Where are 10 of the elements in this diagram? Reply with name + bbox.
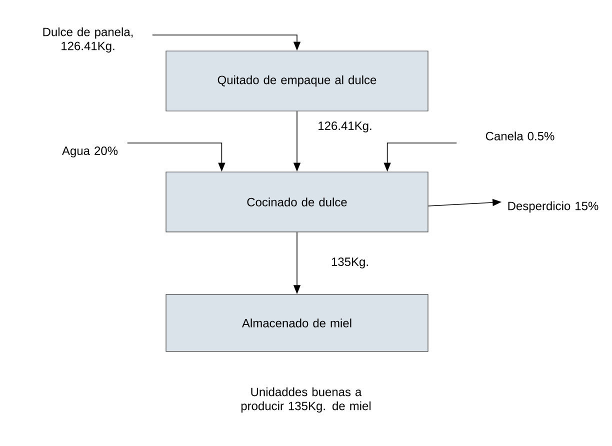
note-text: Unidaddes buenas a producir 135Kg. de miel [241,387,371,413]
flow-label: Canela 0.5% [486,132,554,140]
flow-label: Agua 20% [62,146,118,158]
edge-label: 126.41Kg. [316,120,374,134]
process-box: Cocinado de dulce [166,172,428,232]
edge-label: 135Kg. [330,256,370,270]
process-box: Quitado de empaque al dulce [166,50,428,112]
flow-label: Dulce de panela, 126.41Kg. [43,27,133,53]
flow-label: Desperdicio 15% [508,201,598,213]
process-box: Almacenado de miel [166,294,428,352]
